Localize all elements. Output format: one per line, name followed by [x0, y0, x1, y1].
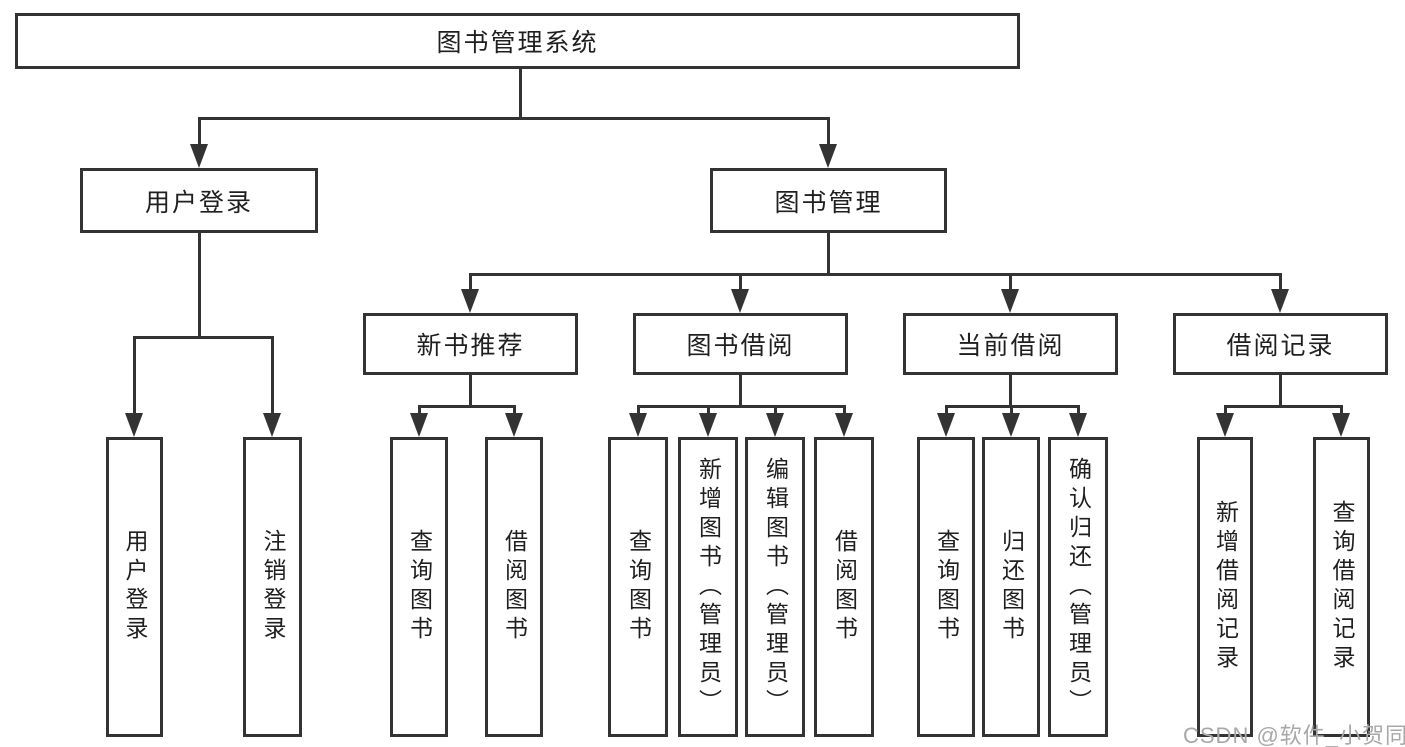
node-current-borrow: 当前借阅	[903, 313, 1118, 375]
node-book-borrow: 图书借阅	[633, 313, 848, 375]
leaf-borrow-add-book-admin: 新增图书（管理员）	[678, 437, 738, 737]
leaf-current-return-book-label: 归还图书	[998, 529, 1025, 645]
arrow-down-icon	[461, 289, 479, 313]
connector-line	[774, 405, 777, 415]
connector-line	[1279, 375, 1282, 408]
node-borrow-record-label: 借阅记录	[1226, 332, 1335, 360]
arrow-down-icon	[263, 413, 281, 437]
connector-line	[843, 405, 846, 415]
arrow-down-icon	[1271, 289, 1289, 313]
connector-line	[1010, 405, 1013, 415]
connector-line	[1224, 405, 1227, 415]
arrow-down-icon	[1216, 413, 1234, 437]
arrow-down-icon	[1001, 289, 1019, 313]
connector-line	[1009, 273, 1012, 291]
leaf-borrow-add-book-admin-label: 新增图书（管理员）	[695, 456, 722, 718]
connector-line	[1077, 405, 1080, 415]
connector-line	[1224, 405, 1343, 408]
connector-line	[198, 117, 201, 146]
arrow-down-icon	[937, 413, 955, 437]
node-new-book-recommend: 新书推荐	[363, 313, 578, 375]
connector-line	[1279, 273, 1282, 291]
node-root: 图书管理系统	[15, 13, 1020, 69]
arrow-down-icon	[835, 413, 853, 437]
connector-line	[271, 336, 274, 415]
connector-line	[739, 273, 742, 291]
connector-line	[827, 233, 830, 276]
leaf-recommend-query-book: 查询图书	[390, 437, 448, 737]
leaf-recommend-borrow-book: 借阅图书	[485, 437, 543, 737]
leaf-borrow-edit-book-admin: 编辑图书（管理员）	[745, 437, 805, 737]
connector-line	[469, 273, 1282, 276]
node-book-mgmt-label: 图书管理	[774, 188, 883, 217]
leaf-user-login-label: 用户登录	[122, 529, 148, 645]
leaf-record-add: 新增借阅记录	[1197, 437, 1253, 737]
node-user-login: 用户登录	[80, 168, 318, 233]
connector-line	[133, 336, 136, 415]
leaf-current-return-book: 归还图书	[982, 437, 1040, 737]
leaf-current-query-book-label: 查询图书	[933, 529, 960, 645]
connector-line	[637, 405, 846, 408]
leaf-current-confirm-return-admin: 确认归还（管理员）	[1048, 437, 1108, 737]
node-current-borrow-label: 当前借阅	[956, 332, 1065, 360]
node-new-book-recommend-label: 新书推荐	[416, 332, 525, 360]
node-root-label: 图书管理系统	[436, 29, 599, 57]
arrow-down-icon	[766, 413, 784, 437]
connector-line	[945, 405, 948, 415]
arrow-down-icon	[190, 144, 208, 168]
connector-line	[418, 405, 421, 415]
arrow-down-icon	[125, 413, 143, 437]
arrow-down-icon	[410, 413, 428, 437]
connector-line	[1009, 375, 1012, 408]
leaf-record-add-label: 新增借阅记录	[1212, 500, 1239, 674]
arrow-down-icon	[699, 413, 717, 437]
node-borrow-record: 借阅记录	[1173, 313, 1388, 375]
connector-line	[739, 375, 742, 408]
arrow-down-icon	[1002, 413, 1020, 437]
csdn-watermark: CSDN @软件_小贺同学	[1183, 723, 1405, 747]
connector-line	[637, 405, 640, 415]
connector-line	[198, 233, 201, 339]
leaf-logout: 注销登录	[243, 437, 302, 737]
leaf-recommend-query-book-label: 查询图书	[406, 529, 433, 645]
connector-line	[198, 117, 830, 120]
leaf-record-query-label: 查询借阅记录	[1329, 500, 1355, 674]
arrow-down-icon	[819, 144, 837, 168]
node-book-mgmt: 图书管理	[710, 168, 947, 233]
connector-line	[469, 273, 472, 291]
node-book-borrow-label: 图书借阅	[686, 332, 795, 360]
leaf-record-query: 查询借阅记录	[1313, 437, 1370, 737]
arrow-down-icon	[629, 413, 647, 437]
leaf-current-confirm-return-admin-label: 确认归还（管理员）	[1065, 456, 1092, 718]
leaf-borrow-edit-book-admin-label: 编辑图书（管理员）	[762, 456, 789, 718]
arrow-down-icon	[505, 413, 523, 437]
node-user-login-label: 用户登录	[144, 188, 253, 217]
leaf-current-query-book: 查询图书	[917, 437, 975, 737]
connector-line	[418, 405, 516, 408]
connector-line	[1340, 405, 1343, 415]
connector-line	[133, 336, 274, 339]
leaf-borrow-query-book-label: 查询图书	[625, 529, 652, 645]
leaf-borrow-borrow-book-label: 借阅图书	[831, 529, 858, 645]
connector-line	[513, 405, 516, 415]
leaf-recommend-borrow-book-label: 借阅图书	[501, 529, 528, 645]
arrow-down-icon	[731, 289, 749, 313]
connector-line	[827, 117, 830, 146]
connector-line	[519, 69, 522, 120]
connector-line	[707, 405, 710, 415]
arrow-down-icon	[1332, 413, 1350, 437]
leaf-user-login: 用户登录	[106, 437, 163, 737]
leaf-borrow-borrow-book: 借阅图书	[814, 437, 874, 737]
connector-line	[469, 375, 472, 408]
leaf-borrow-query-book: 查询图书	[608, 437, 668, 737]
arrow-down-icon	[1069, 413, 1087, 437]
leaf-logout-label: 注销登录	[260, 529, 286, 645]
